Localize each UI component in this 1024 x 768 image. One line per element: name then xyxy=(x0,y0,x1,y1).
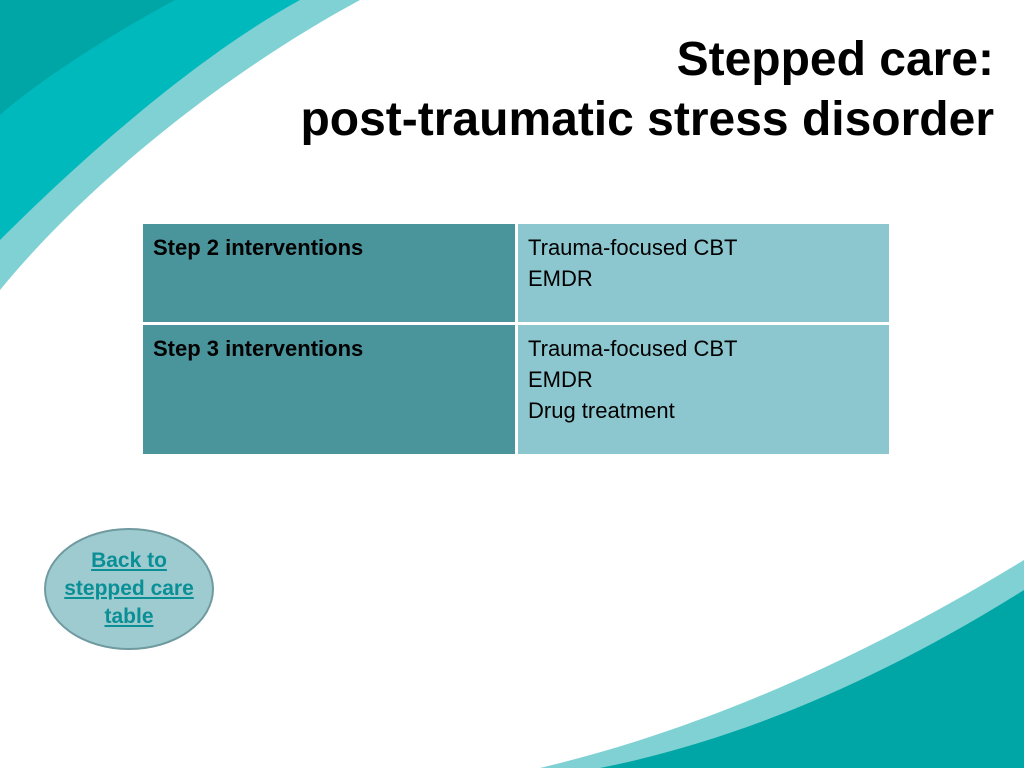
back-to-table-link[interactable]: Back to stepped care table xyxy=(64,549,194,628)
step-3-interventions: Trauma-focused CBT EMDR Drug treatment xyxy=(515,322,892,457)
list-item: Trauma-focused CBT xyxy=(528,336,738,361)
interventions-table: Step 2 interventions Trauma-focused CBT … xyxy=(140,221,892,457)
step-2-interventions: Trauma-focused CBT EMDR xyxy=(515,221,892,325)
top-left-swoosh-dark xyxy=(0,0,175,115)
top-left-swoosh xyxy=(0,0,300,240)
back-to-table-button[interactable]: Back to stepped care table xyxy=(44,528,214,650)
step-2-label: Step 2 interventions xyxy=(140,221,518,325)
list-item: EMDR xyxy=(528,266,593,291)
table-row: Step 3 interventions Trauma-focused CBT … xyxy=(140,322,892,457)
table-row: Step 2 interventions Trauma-focused CBT … xyxy=(140,221,892,325)
title-line-2: post-traumatic stress disorder xyxy=(300,93,994,146)
bottom-right-swoosh xyxy=(600,590,1024,768)
list-item: Drug treatment xyxy=(528,398,675,423)
title-line-1: Stepped care: xyxy=(676,33,994,86)
page-title: Stepped care: post-traumatic stress diso… xyxy=(194,30,994,150)
list-item: Trauma-focused CBT xyxy=(528,235,738,260)
step-3-label: Step 3 interventions xyxy=(140,322,518,457)
list-item: EMDR xyxy=(528,367,593,392)
